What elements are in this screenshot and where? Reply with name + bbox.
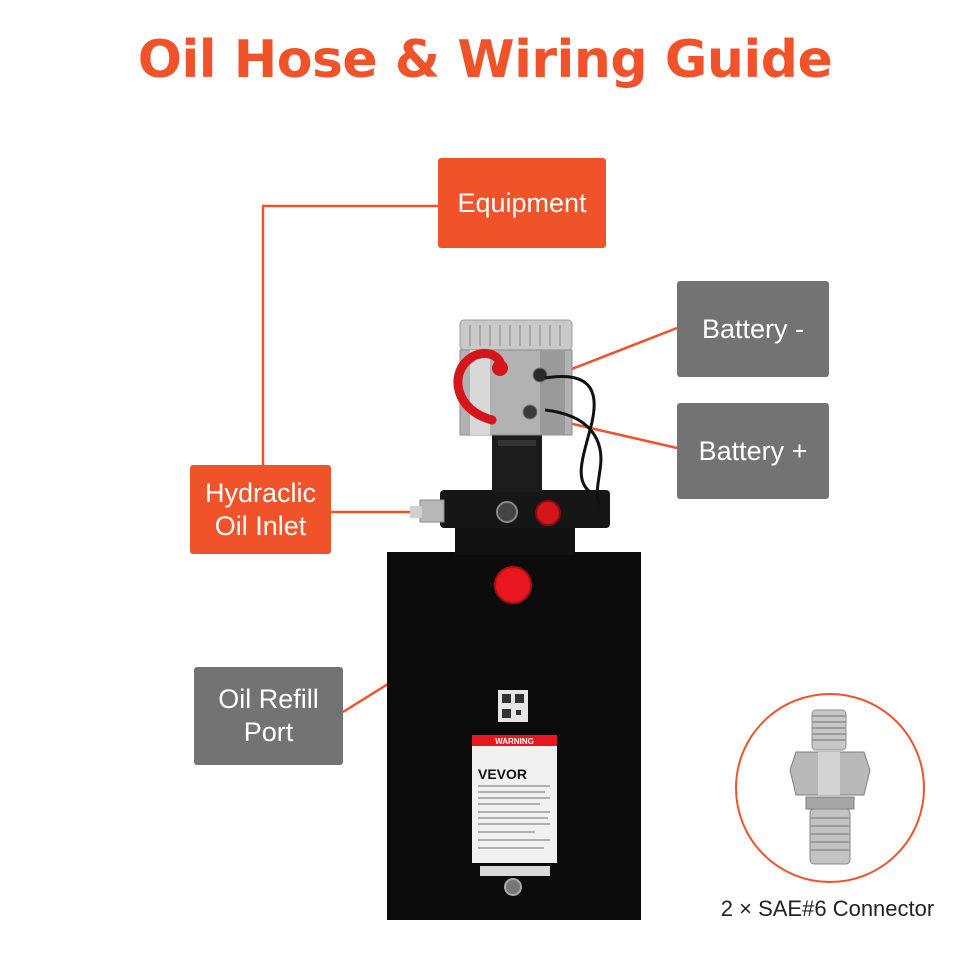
battery-positive-label: Battery + <box>677 403 829 499</box>
refill-cap <box>494 566 532 604</box>
connector-caption: 2 × SAE#6 Connector <box>720 896 935 921</box>
battery-negative-label: Battery - <box>677 281 829 377</box>
positive-terminal <box>522 404 538 420</box>
sae-connector-image <box>789 709 871 865</box>
reservoir-neck <box>455 525 575 555</box>
label-fine-print <box>478 785 550 849</box>
equipment-label: Equipment <box>438 158 606 248</box>
serial-label <box>480 866 550 876</box>
red-terminal-boot <box>453 349 505 425</box>
inlet-fitting <box>419 499 445 523</box>
warning-strip <box>472 735 557 746</box>
solenoid <box>492 430 542 492</box>
oil-inlet-label: Hydraclic Oil Inlet <box>190 465 331 554</box>
motor-cap <box>459 319 573 351</box>
drain-plug <box>504 878 522 896</box>
warning-text: WARNING <box>495 737 534 746</box>
valve-block <box>440 490 610 528</box>
negative-terminal <box>532 367 548 383</box>
equipment-leader-line <box>261 204 438 470</box>
valve-knob <box>496 501 518 523</box>
brand-text: VEVOR <box>478 766 527 782</box>
page-title: Oil Hose & Wiring Guide <box>137 30 833 90</box>
tank-label <box>472 735 557 863</box>
oil-refill-label: Oil Refill Port <box>194 667 343 765</box>
relief-valve-cap <box>535 500 561 526</box>
